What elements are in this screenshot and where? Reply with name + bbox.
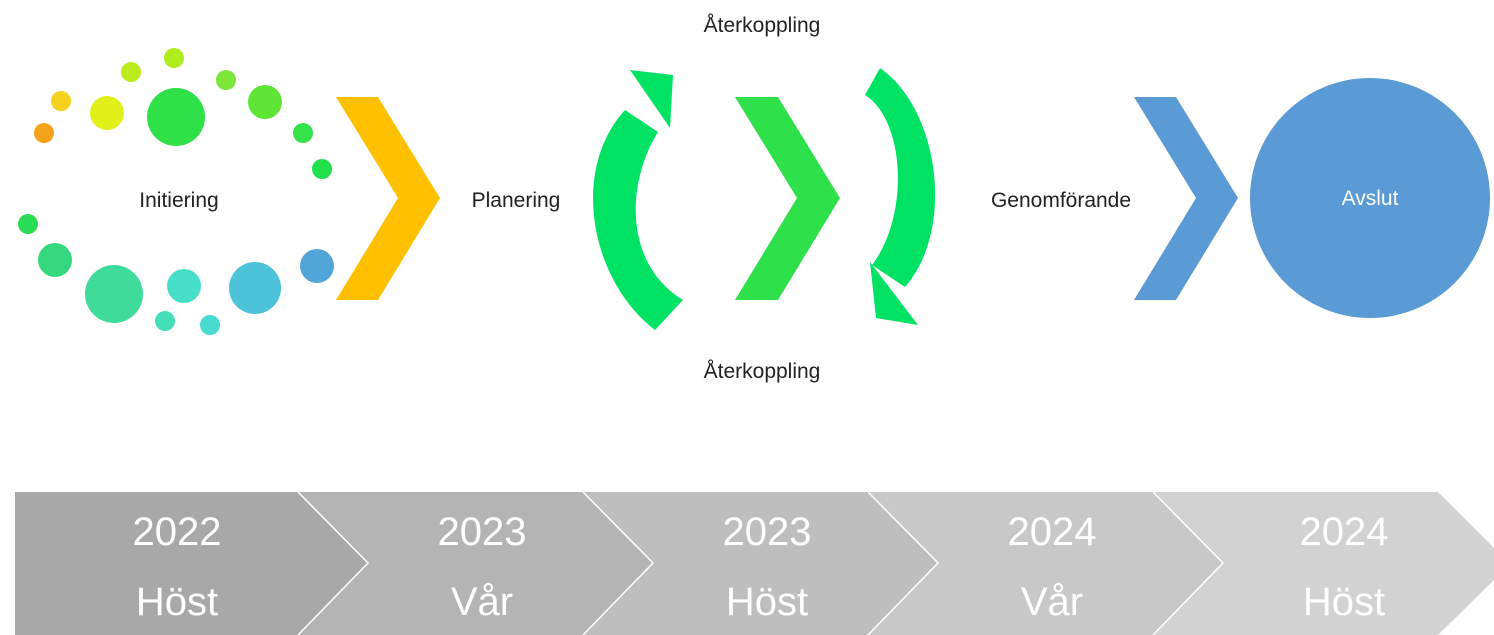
timeline-season-1: Höst bbox=[136, 580, 218, 624]
timeline-divider bbox=[867, 491, 940, 635]
feedback-arrow-up-icon bbox=[593, 70, 683, 330]
dot bbox=[248, 85, 282, 119]
dot bbox=[164, 48, 184, 68]
dot bbox=[18, 214, 38, 234]
phase-label-avslut: Avslut bbox=[1342, 187, 1399, 210]
feedback-arrow-down-icon bbox=[865, 68, 936, 325]
timeline-segment-1 bbox=[15, 492, 368, 635]
timeline-season-3: Höst bbox=[726, 580, 808, 624]
feedback-label-top: Återkoppling bbox=[704, 14, 821, 37]
dot bbox=[229, 262, 281, 314]
timeline-divider bbox=[297, 491, 370, 635]
dot bbox=[155, 311, 175, 331]
blue-chevron bbox=[1134, 97, 1238, 300]
timeline-segment-5 bbox=[1153, 492, 1494, 635]
timeline-season-5: Höst bbox=[1303, 580, 1385, 624]
timeline-segment-4 bbox=[868, 492, 1223, 635]
phase-label-planering: Planering bbox=[472, 189, 561, 212]
dot bbox=[51, 91, 71, 111]
timeline-year-2: 2023 bbox=[438, 510, 527, 554]
dot bbox=[216, 70, 236, 90]
dot bbox=[200, 315, 220, 335]
dot bbox=[312, 159, 332, 179]
timeline: 2022 Höst 2023 Vår 2023 Höst 2024 Vår 20… bbox=[15, 491, 1494, 635]
timeline-year-3: 2023 bbox=[723, 510, 812, 554]
orange-chevron bbox=[336, 97, 440, 300]
timeline-divider bbox=[1152, 491, 1225, 635]
timeline-season-4: Vår bbox=[1021, 580, 1083, 624]
timeline-year-5: 2024 bbox=[1300, 510, 1389, 554]
timeline-segment-2 bbox=[298, 492, 653, 635]
timeline-segment-3 bbox=[583, 492, 938, 635]
timeline-season-2: Vår bbox=[451, 580, 513, 624]
phase-label-initiering: Initiering bbox=[139, 189, 218, 212]
avslut-circle bbox=[1250, 78, 1490, 318]
timeline-year-1: 2022 bbox=[133, 510, 222, 554]
feedback-label-bottom: Återkoppling bbox=[704, 360, 821, 383]
initiation-dots bbox=[18, 48, 334, 335]
dot bbox=[293, 123, 313, 143]
green-chevron bbox=[735, 97, 840, 300]
phase-label-genomforande: Genomförande bbox=[991, 189, 1131, 212]
dot bbox=[121, 62, 141, 82]
dot bbox=[167, 269, 201, 303]
dot bbox=[34, 123, 54, 143]
dot bbox=[147, 88, 205, 146]
dot bbox=[90, 96, 124, 130]
dot bbox=[85, 265, 143, 323]
timeline-divider bbox=[582, 491, 655, 635]
dot bbox=[38, 243, 72, 277]
dot bbox=[300, 249, 334, 283]
timeline-year-4: 2024 bbox=[1008, 510, 1097, 554]
